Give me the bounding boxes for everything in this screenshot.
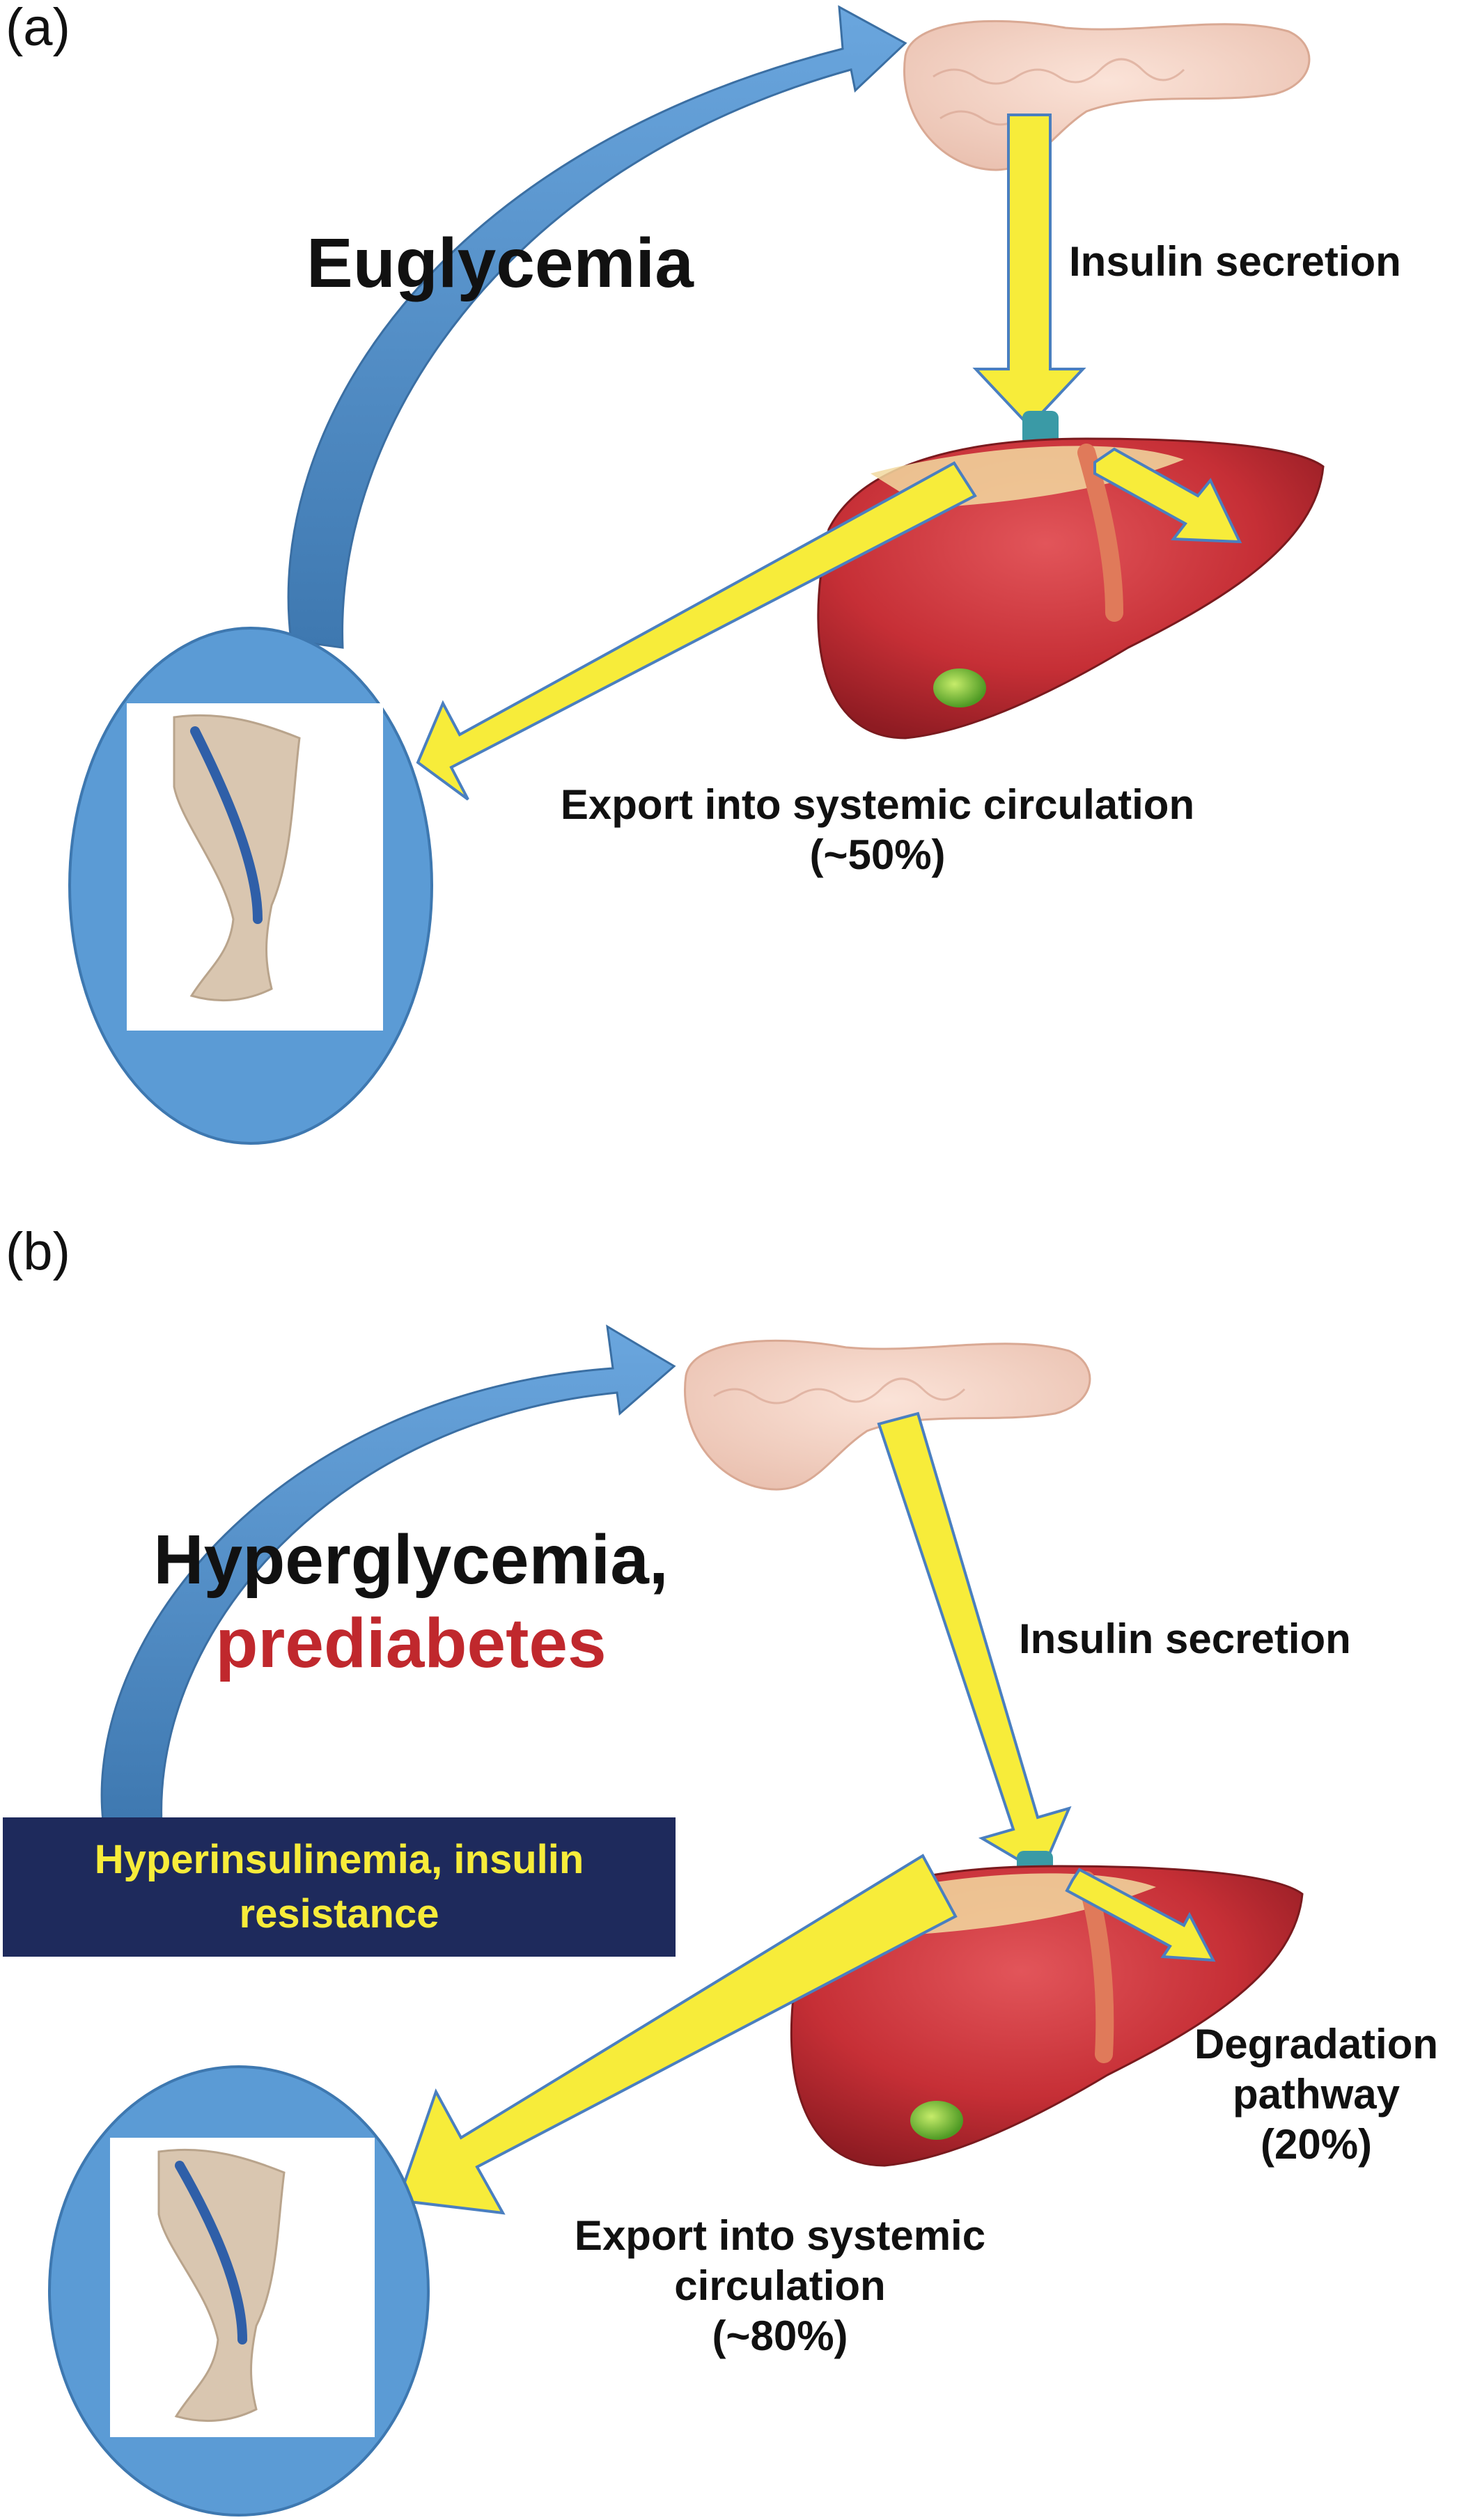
portal-vein-a	[1022, 411, 1059, 446]
export-label-b-line2: circulation	[674, 2262, 886, 2309]
pancreas-a	[903, 19, 1311, 171]
export-arrow-b	[396, 1854, 958, 2215]
banner-line1: Hyperinsulinemia, insulin	[94, 1836, 584, 1882]
panel-b-title-line1: Hyperglycemia,	[153, 1521, 669, 1599]
degradation-arrow-a	[1093, 447, 1242, 544]
insulin-secretion-arrow-a	[972, 114, 1086, 428]
export-label-b-line3: (~80%)	[712, 2312, 848, 2359]
panel-a-title: Euglycemia	[306, 224, 694, 302]
feedback-arrow-b	[100, 1324, 676, 1826]
banner-line2: resistance	[239, 1891, 439, 1936]
insulin-secretion-arrow-b	[877, 1411, 1072, 1875]
export-label-a-line1: Export into systemic circulation	[560, 781, 1195, 828]
degradation-label: Degradation pathway (20%)	[1163, 2019, 1469, 2170]
panel-b-title: Hyperglycemia, prediabetes	[125, 1518, 696, 1685]
panel-label-b: (b)	[6, 1222, 70, 1281]
degradation-arrow-b	[1065, 1868, 1216, 1962]
hyperinsulinemia-banner: Hyperinsulinemia, insulin resistance	[3, 1817, 676, 1957]
export-label-b: Export into systemic circulation (~80%)	[508, 2211, 1052, 2361]
export-label-a: Export into systemic circulation (~50%)	[488, 780, 1268, 880]
feedback-arrow-a	[287, 5, 907, 649]
degradation-line3: (20%)	[1260, 2121, 1373, 2168]
pancreas-b	[684, 1339, 1091, 1491]
export-arrow-a	[416, 461, 977, 801]
peripheral-tissue-b	[48, 2065, 430, 2517]
degradation-line2: pathway	[1232, 2071, 1401, 2118]
panel-label-a: (a)	[6, 0, 70, 57]
liver-a	[817, 437, 1325, 739]
export-label-a-line2: (~50%)	[809, 831, 946, 878]
insulin-secretion-label-b: Insulin secretion	[1019, 1615, 1351, 1662]
panel-b-title-line2: prediabetes	[215, 1604, 607, 1682]
peripheral-tissue-a	[68, 627, 433, 1145]
degradation-line1: Degradation	[1194, 2021, 1439, 2067]
insulin-secretion-label-a: Insulin secretion	[1069, 238, 1401, 285]
export-label-b-line1: Export into systemic	[574, 2212, 986, 2259]
